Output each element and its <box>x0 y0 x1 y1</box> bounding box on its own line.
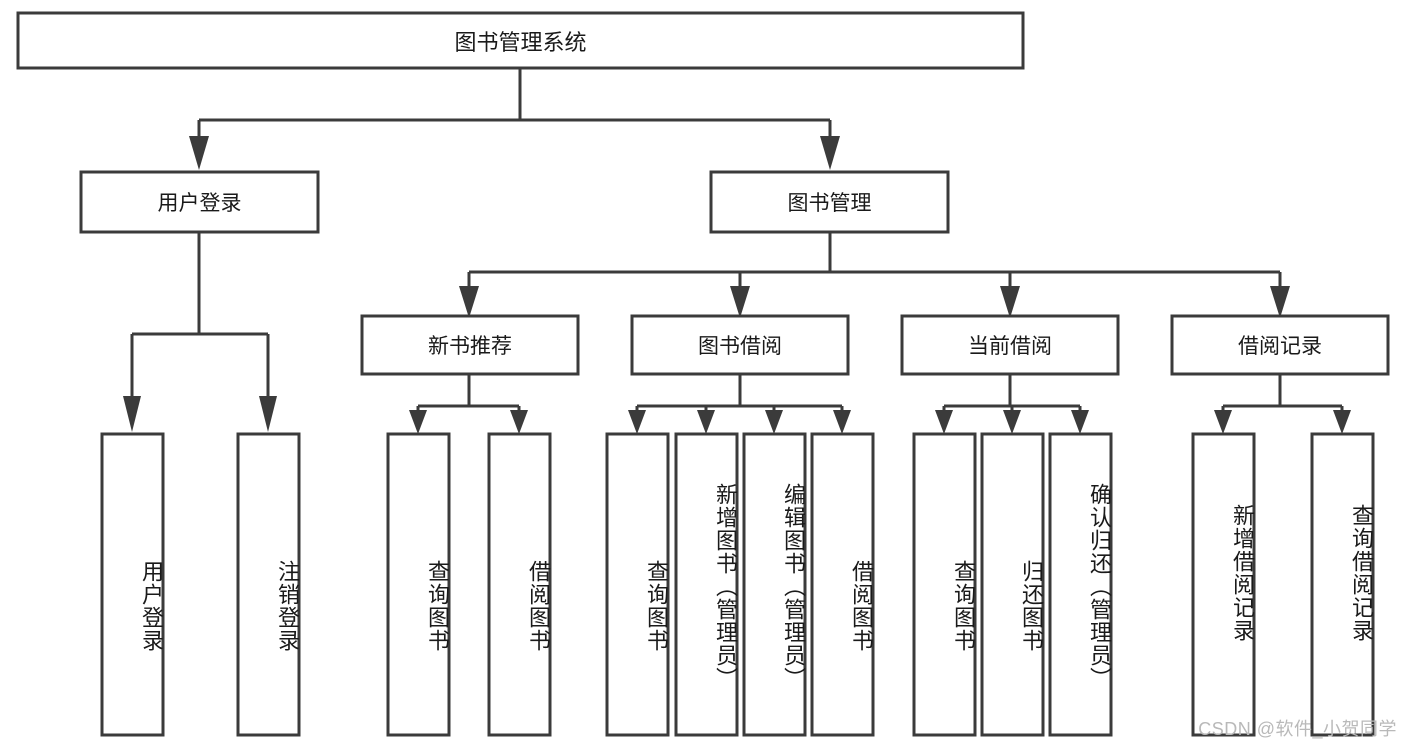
connector-currentborrow-to-leaves <box>935 374 1089 434</box>
node-leaf-user-login[interactable] <box>100 432 165 737</box>
arrow-head-icon <box>1071 410 1089 434</box>
node-leaf-confirm-return[interactable] <box>1048 432 1113 737</box>
node-leaf-user-logout[interactable] <box>236 432 301 737</box>
node-leaf-query-book-1[interactable] <box>386 432 451 737</box>
node-leaf-edit-book[interactable] <box>742 432 807 737</box>
arrow-head-icon <box>730 286 750 318</box>
node-leaf-add-book[interactable] <box>674 432 739 737</box>
node-leaf-add-record[interactable] <box>1191 432 1256 737</box>
node-book-manage[interactable] <box>709 170 950 234</box>
arrow-head-icon <box>833 410 851 434</box>
arrow-head-icon <box>935 410 953 434</box>
node-root[interactable] <box>16 11 1025 70</box>
node-leaf-query-book-2[interactable] <box>605 432 670 737</box>
connector-newbook-to-leaves <box>409 374 528 434</box>
arrow-head-icon <box>765 410 783 434</box>
connector-bookborrow-to-leaves <box>628 374 851 434</box>
connector-borrowrecord-to-leaves <box>1214 374 1351 434</box>
connector-bookmanage-to-level2 <box>459 232 1290 318</box>
arrow-head-icon <box>697 410 715 434</box>
arrow-head-icon <box>1333 410 1351 434</box>
node-leaf-borrow-book-2[interactable] <box>810 432 875 737</box>
arrow-head-icon <box>1214 410 1232 434</box>
node-leaf-query-record[interactable] <box>1310 432 1375 737</box>
connector-userlogin-to-leaves <box>123 232 277 432</box>
arrow-head-icon <box>459 286 479 318</box>
connector-root-to-level1 <box>189 68 840 170</box>
arrow-head-icon <box>820 136 840 170</box>
node-book-borrow[interactable] <box>630 314 850 376</box>
node-leaf-return-book[interactable] <box>980 432 1045 737</box>
node-leaf-query-book-3[interactable] <box>912 432 977 737</box>
arrow-head-icon <box>259 396 277 432</box>
node-leaf-borrow-book-1[interactable] <box>487 432 552 737</box>
arrow-head-icon <box>510 410 528 434</box>
arrow-head-icon <box>1000 286 1020 318</box>
node-borrow-record[interactable] <box>1170 314 1390 376</box>
arrow-head-icon <box>409 410 427 434</box>
arrow-head-icon <box>1270 286 1290 318</box>
arrow-head-icon <box>189 136 209 170</box>
arrow-head-icon <box>1003 410 1021 434</box>
node-new-book-recommend[interactable] <box>360 314 580 376</box>
arrow-head-icon <box>123 396 141 432</box>
arrow-head-icon <box>628 410 646 434</box>
node-current-borrow[interactable] <box>900 314 1120 376</box>
node-user-login[interactable] <box>79 170 320 234</box>
